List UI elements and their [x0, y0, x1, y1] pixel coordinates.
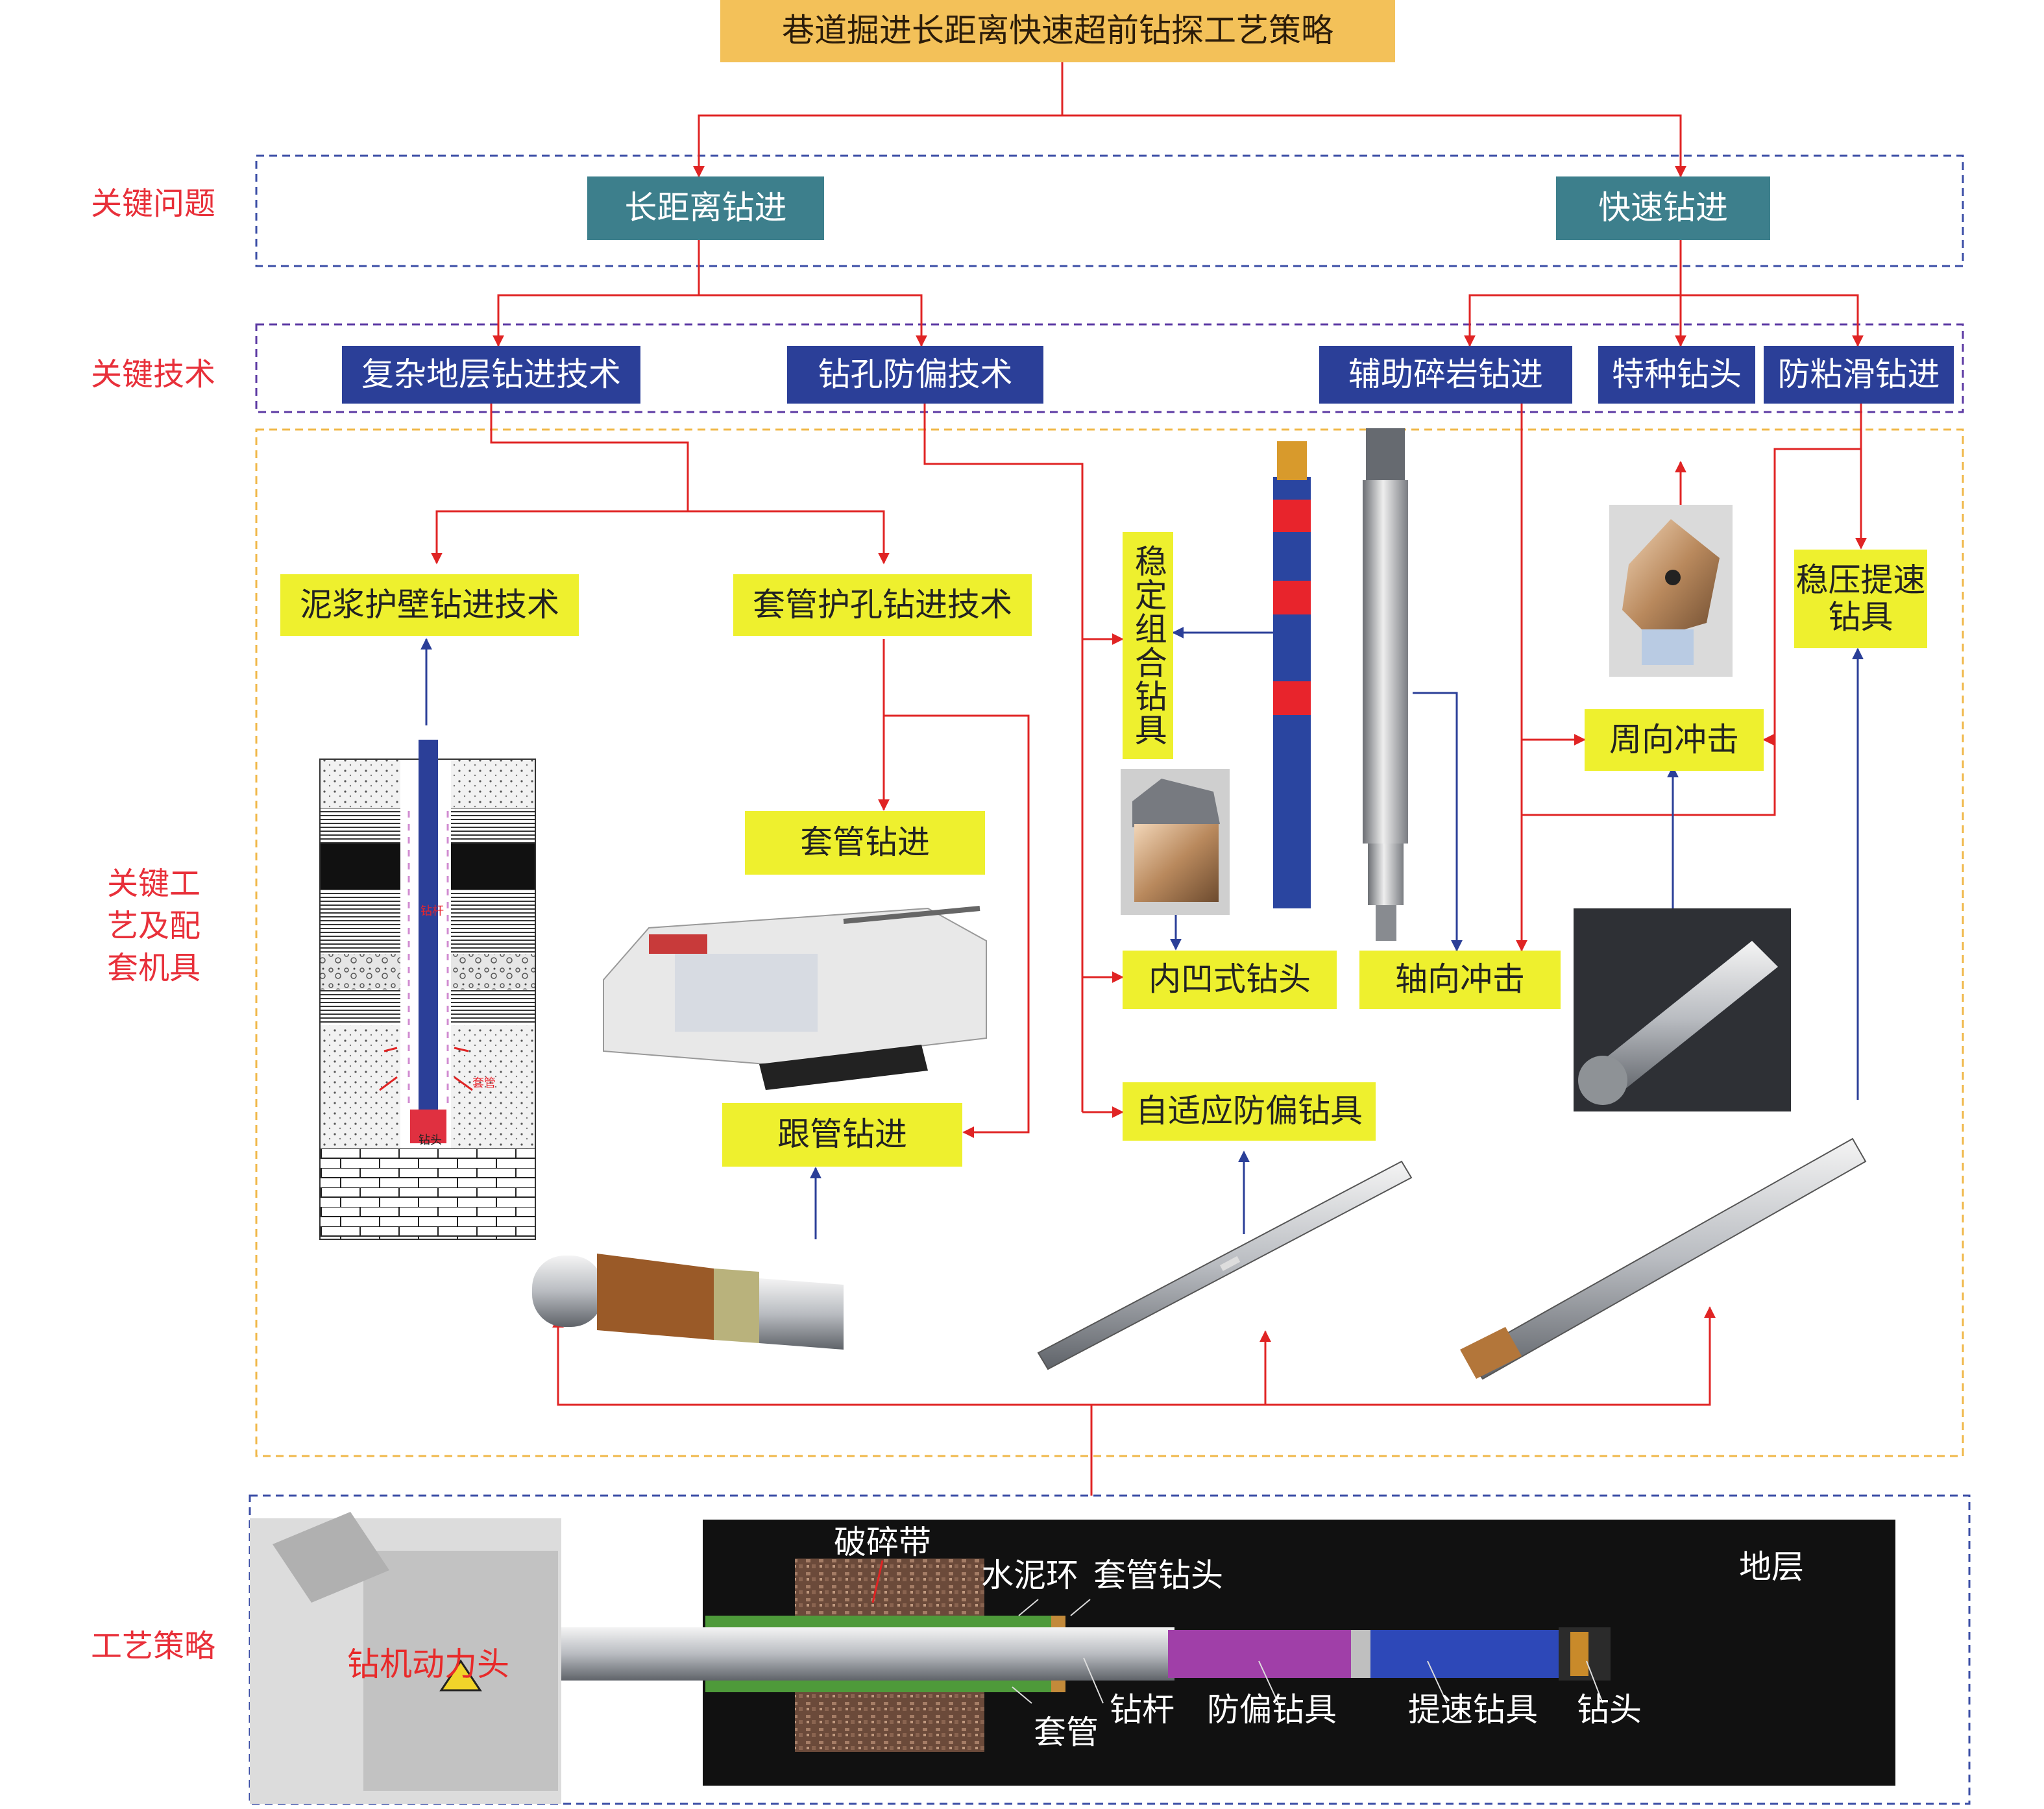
stable-combo-drill: [1273, 441, 1311, 908]
borehole-illustration: [319, 740, 536, 1240]
process-concave-bit: 内凹式钻头: [1123, 951, 1337, 1009]
frame-key-process: [255, 428, 1964, 1457]
process-circum-impact: 周向冲击: [1585, 709, 1764, 771]
row-label-key-problems: 关键问题: [91, 186, 216, 222]
stable-pressure-tool-illustration: [1460, 1137, 1867, 1380]
problem-fast: 快速钻进: [1556, 176, 1770, 240]
tech-special-bit: 特种钻头: [1598, 346, 1755, 404]
strategy-label-speed-tool: 提速钻具: [1408, 1691, 1538, 1729]
special-bit-photo: [1609, 505, 1733, 677]
connectors-top: [493, 62, 1864, 347]
row-label-key-tech: 关键技术: [91, 356, 216, 393]
strategy-label-broken-zone: 破碎带: [834, 1524, 931, 1561]
strategy-label-casing: 套管: [1034, 1714, 1099, 1751]
strategy-label-drill-bit: 钻头: [1577, 1691, 1642, 1729]
frame-key-tech: [255, 323, 1964, 413]
process-casing-protect: 套管护孔钻进技术: [733, 574, 1032, 636]
process-mud-wall: 泥浆护壁钻进技术: [280, 574, 579, 636]
strategy-label-stratum: 地层: [1739, 1548, 1804, 1586]
process-stable-pressure-tool: 稳压提速 钻具: [1794, 550, 1927, 648]
strategy-label-power-head: 钻机动力头: [347, 1645, 509, 1683]
drilling-rig-illustration: [603, 906, 987, 1090]
process-stable-combo-drill: 稳定组合钻具: [1123, 532, 1173, 759]
row-label-key-process-line-1: 关键工: [107, 866, 201, 902]
process-casing-drilling: 套管钻进: [745, 811, 985, 875]
broken-zone-pointer: [871, 1560, 884, 1603]
tech-aux-rock-breaking: 辅助碎岩钻进: [1319, 346, 1572, 404]
connectors-process: [431, 404, 1867, 1496]
borehole-label-casing: 套管: [472, 1076, 496, 1090]
process-follow-pipe: 跟管钻进: [722, 1103, 962, 1167]
strategy-label-casing-bit: 套管钻头: [1093, 1557, 1223, 1594]
row-label-strategy: 工艺策略: [91, 1628, 216, 1664]
process-axial-impact: 轴向冲击: [1359, 951, 1561, 1009]
tech-anti-deviation: 钻孔防偏技术: [787, 346, 1043, 404]
tech-complex-strata: 复杂地层钻进技术: [342, 346, 640, 404]
adaptive-tool-illustration: [1037, 1160, 1413, 1370]
circum-impact-photo: [1574, 908, 1791, 1111]
process-stable-pressure-tool-line-1: 稳压提速: [1795, 561, 1926, 599]
row-label-key-process-line-2: 艺及配: [107, 907, 201, 944]
borehole-label-drill-rod: 钻杆: [420, 904, 444, 918]
main-title: 巷道掘进长距离快速超前钻探工艺策略: [720, 0, 1395, 62]
strategy-leader-lines: [1012, 1599, 1603, 1704]
process-stable-pressure-tool-line-2: 钻具: [1828, 598, 1893, 636]
concave-bit-photo: [1121, 769, 1230, 915]
strategy-label-cement-ring: 水泥环: [981, 1557, 1078, 1594]
strategy-panel: [250, 1512, 1895, 1804]
borehole-label-bit: 钻头: [419, 1134, 442, 1147]
row-label-key-process-line-3: 套机具: [107, 949, 201, 986]
strategy-label-anti-dev-tool: 防偏钻具: [1207, 1691, 1337, 1729]
frame-strategy: [249, 1494, 1971, 1805]
axial-impact-tool: [1363, 428, 1408, 941]
row-label-key-process: 关键工 艺及配 套机具: [107, 863, 201, 989]
connectors-blue: [420, 627, 1864, 1239]
problem-long-distance: 长距离钻进: [587, 176, 824, 240]
strategy-label-drill-rod: 钻杆: [1110, 1691, 1174, 1729]
tech-anti-stick-slip: 防粘滑钻进: [1764, 346, 1954, 404]
process-adaptive-tool: 自适应防偏钻具: [1123, 1082, 1376, 1141]
casing-drill-tool: [532, 1254, 844, 1350]
